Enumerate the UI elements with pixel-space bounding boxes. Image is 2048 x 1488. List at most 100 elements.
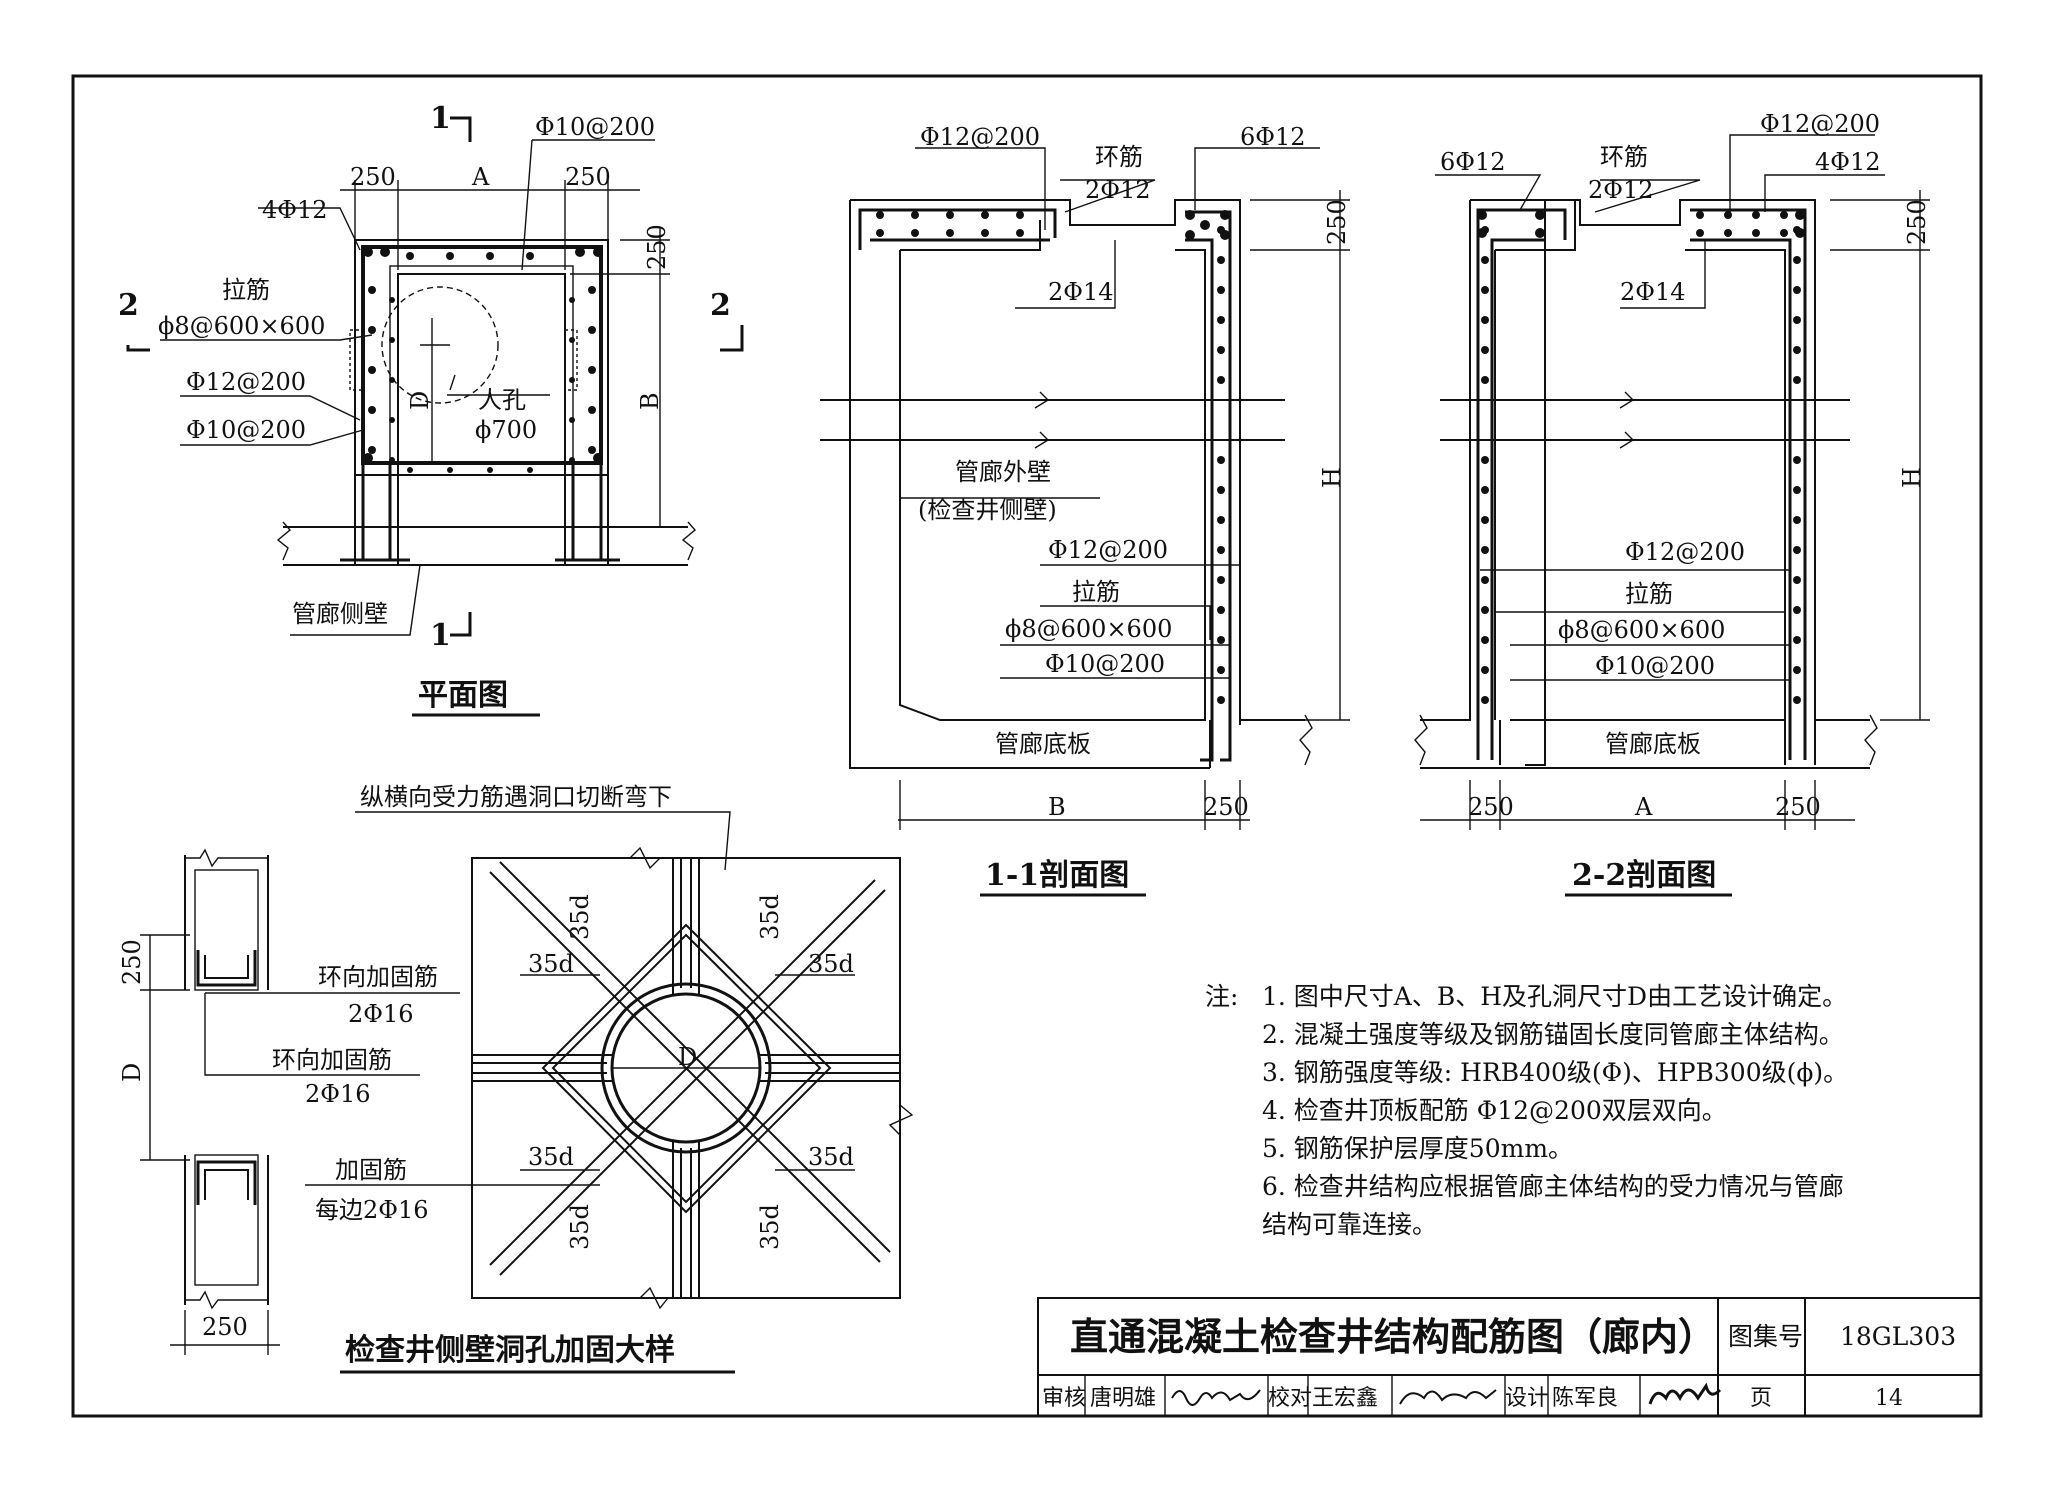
detail-title: 检查井侧壁洞孔加固大样: [345, 1333, 675, 1368]
rebar-dot: [588, 366, 596, 374]
rebar-dot: [1477, 210, 1487, 220]
rebar-dot: [1793, 576, 1801, 584]
plan-side-wall: 管廊侧壁: [292, 600, 388, 628]
s22-bars-2: 2Φ14: [1620, 278, 1685, 306]
rebar-dot: [380, 247, 390, 257]
rebar-dot: [1217, 256, 1225, 264]
rebar-dot: [588, 286, 596, 294]
rebar-dot: [368, 446, 376, 454]
rebar-dot: [1481, 346, 1489, 354]
rebar-dot: [1217, 486, 1225, 494]
plan-manhole-label: 人孔: [478, 386, 526, 414]
s11-ring-spec: 2Φ12: [1085, 176, 1150, 204]
rebar-dot: [526, 252, 534, 260]
rebar-dot: [1481, 256, 1489, 264]
rebar-dot: [1795, 210, 1805, 220]
detail-anchor-2: 35d: [808, 950, 854, 978]
rebar-dot: [981, 229, 989, 237]
s22-dim-250-left: 250: [1468, 793, 1514, 821]
s11-rebar-top: Φ12@200: [920, 123, 1040, 151]
plan-view: [126, 116, 744, 637]
detail-ring-label-2: 环向加固筋: [272, 1046, 392, 1074]
note-5: 5. 钢筋保护层厚度50mm。: [1262, 1134, 1573, 1163]
signature-review: [1171, 1389, 1261, 1406]
s11-wall-rebar2: Φ10@200: [1045, 650, 1165, 678]
rebar-dot: [1535, 228, 1545, 238]
rebar-dot: [406, 252, 414, 260]
plan-dim-250-vert: 250: [643, 224, 671, 270]
rebar-dot: [981, 211, 989, 219]
rebar-dot: [593, 247, 603, 257]
detail-dim-D: D: [678, 1043, 697, 1071]
rebar-dot: [1217, 606, 1225, 614]
rebar-dot: [588, 326, 596, 334]
rebar-dot: [1793, 376, 1801, 384]
detail-anchor-3: 35d: [528, 1143, 574, 1171]
detail-elevation: [355, 811, 914, 1310]
rebar-dot: [575, 247, 585, 257]
titleblock-title: 直通混凝土检查井结构配筋图（廊内）: [1070, 1314, 1716, 1359]
rebar-dot: [1793, 486, 1801, 494]
rebar-dot: [1793, 346, 1801, 354]
s22-ring-label: 环筋: [1600, 143, 1648, 171]
titleblock-design-name: 陈军良: [1552, 1386, 1618, 1411]
rebar-dot: [569, 457, 575, 463]
s22-title: 2-2剖面图: [1572, 858, 1716, 893]
titleblock-atlas-no: 18GL303: [1840, 1322, 1956, 1351]
rebar-dot: [946, 211, 954, 219]
rebar-dot: [1481, 606, 1489, 614]
s11-dim-250-bottom: 250: [1203, 793, 1249, 821]
rebar-dot: [1217, 346, 1225, 354]
s11-bars-2: 2Φ14: [1048, 278, 1113, 306]
rebar-dot: [1724, 229, 1732, 237]
plan-rebar-corner: 4Φ12: [262, 196, 327, 224]
titleblock-page-label: 页: [1750, 1386, 1772, 1411]
rebar-dot: [569, 337, 575, 343]
plan-section-1-top: 1: [430, 101, 451, 136]
s11-tie-spec: ϕ8@600×600: [1005, 615, 1172, 643]
rebar-dot: [486, 252, 494, 260]
rebar-dot: [389, 297, 395, 303]
rebar-dot: [1793, 636, 1801, 644]
rebar-dot: [368, 326, 376, 334]
rebar-dot: [876, 229, 884, 237]
rebar-dot: [487, 467, 493, 473]
rebar-dot: [1481, 546, 1489, 554]
plan-title: 平面图: [418, 678, 508, 713]
detail-dim-250: 250: [118, 939, 146, 985]
rebar-dot: [1185, 230, 1195, 240]
s11-outer-wall-sub: (检查井侧壁): [918, 496, 1057, 524]
rebar-dot: [1780, 211, 1788, 219]
s22-wall-rebar2: Φ10@200: [1595, 652, 1715, 680]
rebar-dot: [588, 406, 596, 414]
rebar-dot: [593, 453, 603, 463]
signature-check: [1399, 1389, 1497, 1405]
detail-side-sections: [140, 848, 600, 1355]
rebar-dot: [946, 229, 954, 237]
rebar-dot: [1793, 546, 1801, 554]
section-2-2: [1414, 134, 1930, 830]
note-4: 4. 检查井顶板配筋 Φ12@200双层双向。: [1262, 1096, 1727, 1125]
plan-section-1-bottom: 1: [430, 618, 451, 653]
note-6: 6. 检查井结构应根据管廊主体结构的受力情况与管廊: [1262, 1172, 1844, 1201]
detail-ring-spec-1: 2Φ16: [348, 1000, 413, 1028]
detail-ring-label-1: 环向加固筋: [318, 963, 438, 991]
rebar-dot: [911, 229, 919, 237]
rebar-dot: [569, 377, 575, 383]
rebar-dot: [447, 467, 453, 473]
s11-wall-rebar: Φ12@200: [1048, 536, 1168, 564]
s11-dim-B: B: [1048, 793, 1066, 821]
plan-dim-250-left: 250: [350, 163, 396, 191]
plan-tie-label: 拉筋: [222, 276, 270, 304]
plan-manhole-size: ϕ700: [475, 416, 537, 444]
rebar-dot: [588, 446, 596, 454]
rebar-dot: [1752, 211, 1760, 219]
s22-wall-rebar: Φ12@200: [1625, 538, 1745, 566]
rebar-dot: [1481, 376, 1489, 384]
rebar-dot: [1724, 211, 1732, 219]
rebar-dot: [911, 211, 919, 219]
signature-design: [1648, 1382, 1722, 1405]
rebar-dot: [1481, 576, 1489, 584]
rebar-dot: [1793, 516, 1801, 524]
rebar-dot: [1481, 316, 1489, 324]
